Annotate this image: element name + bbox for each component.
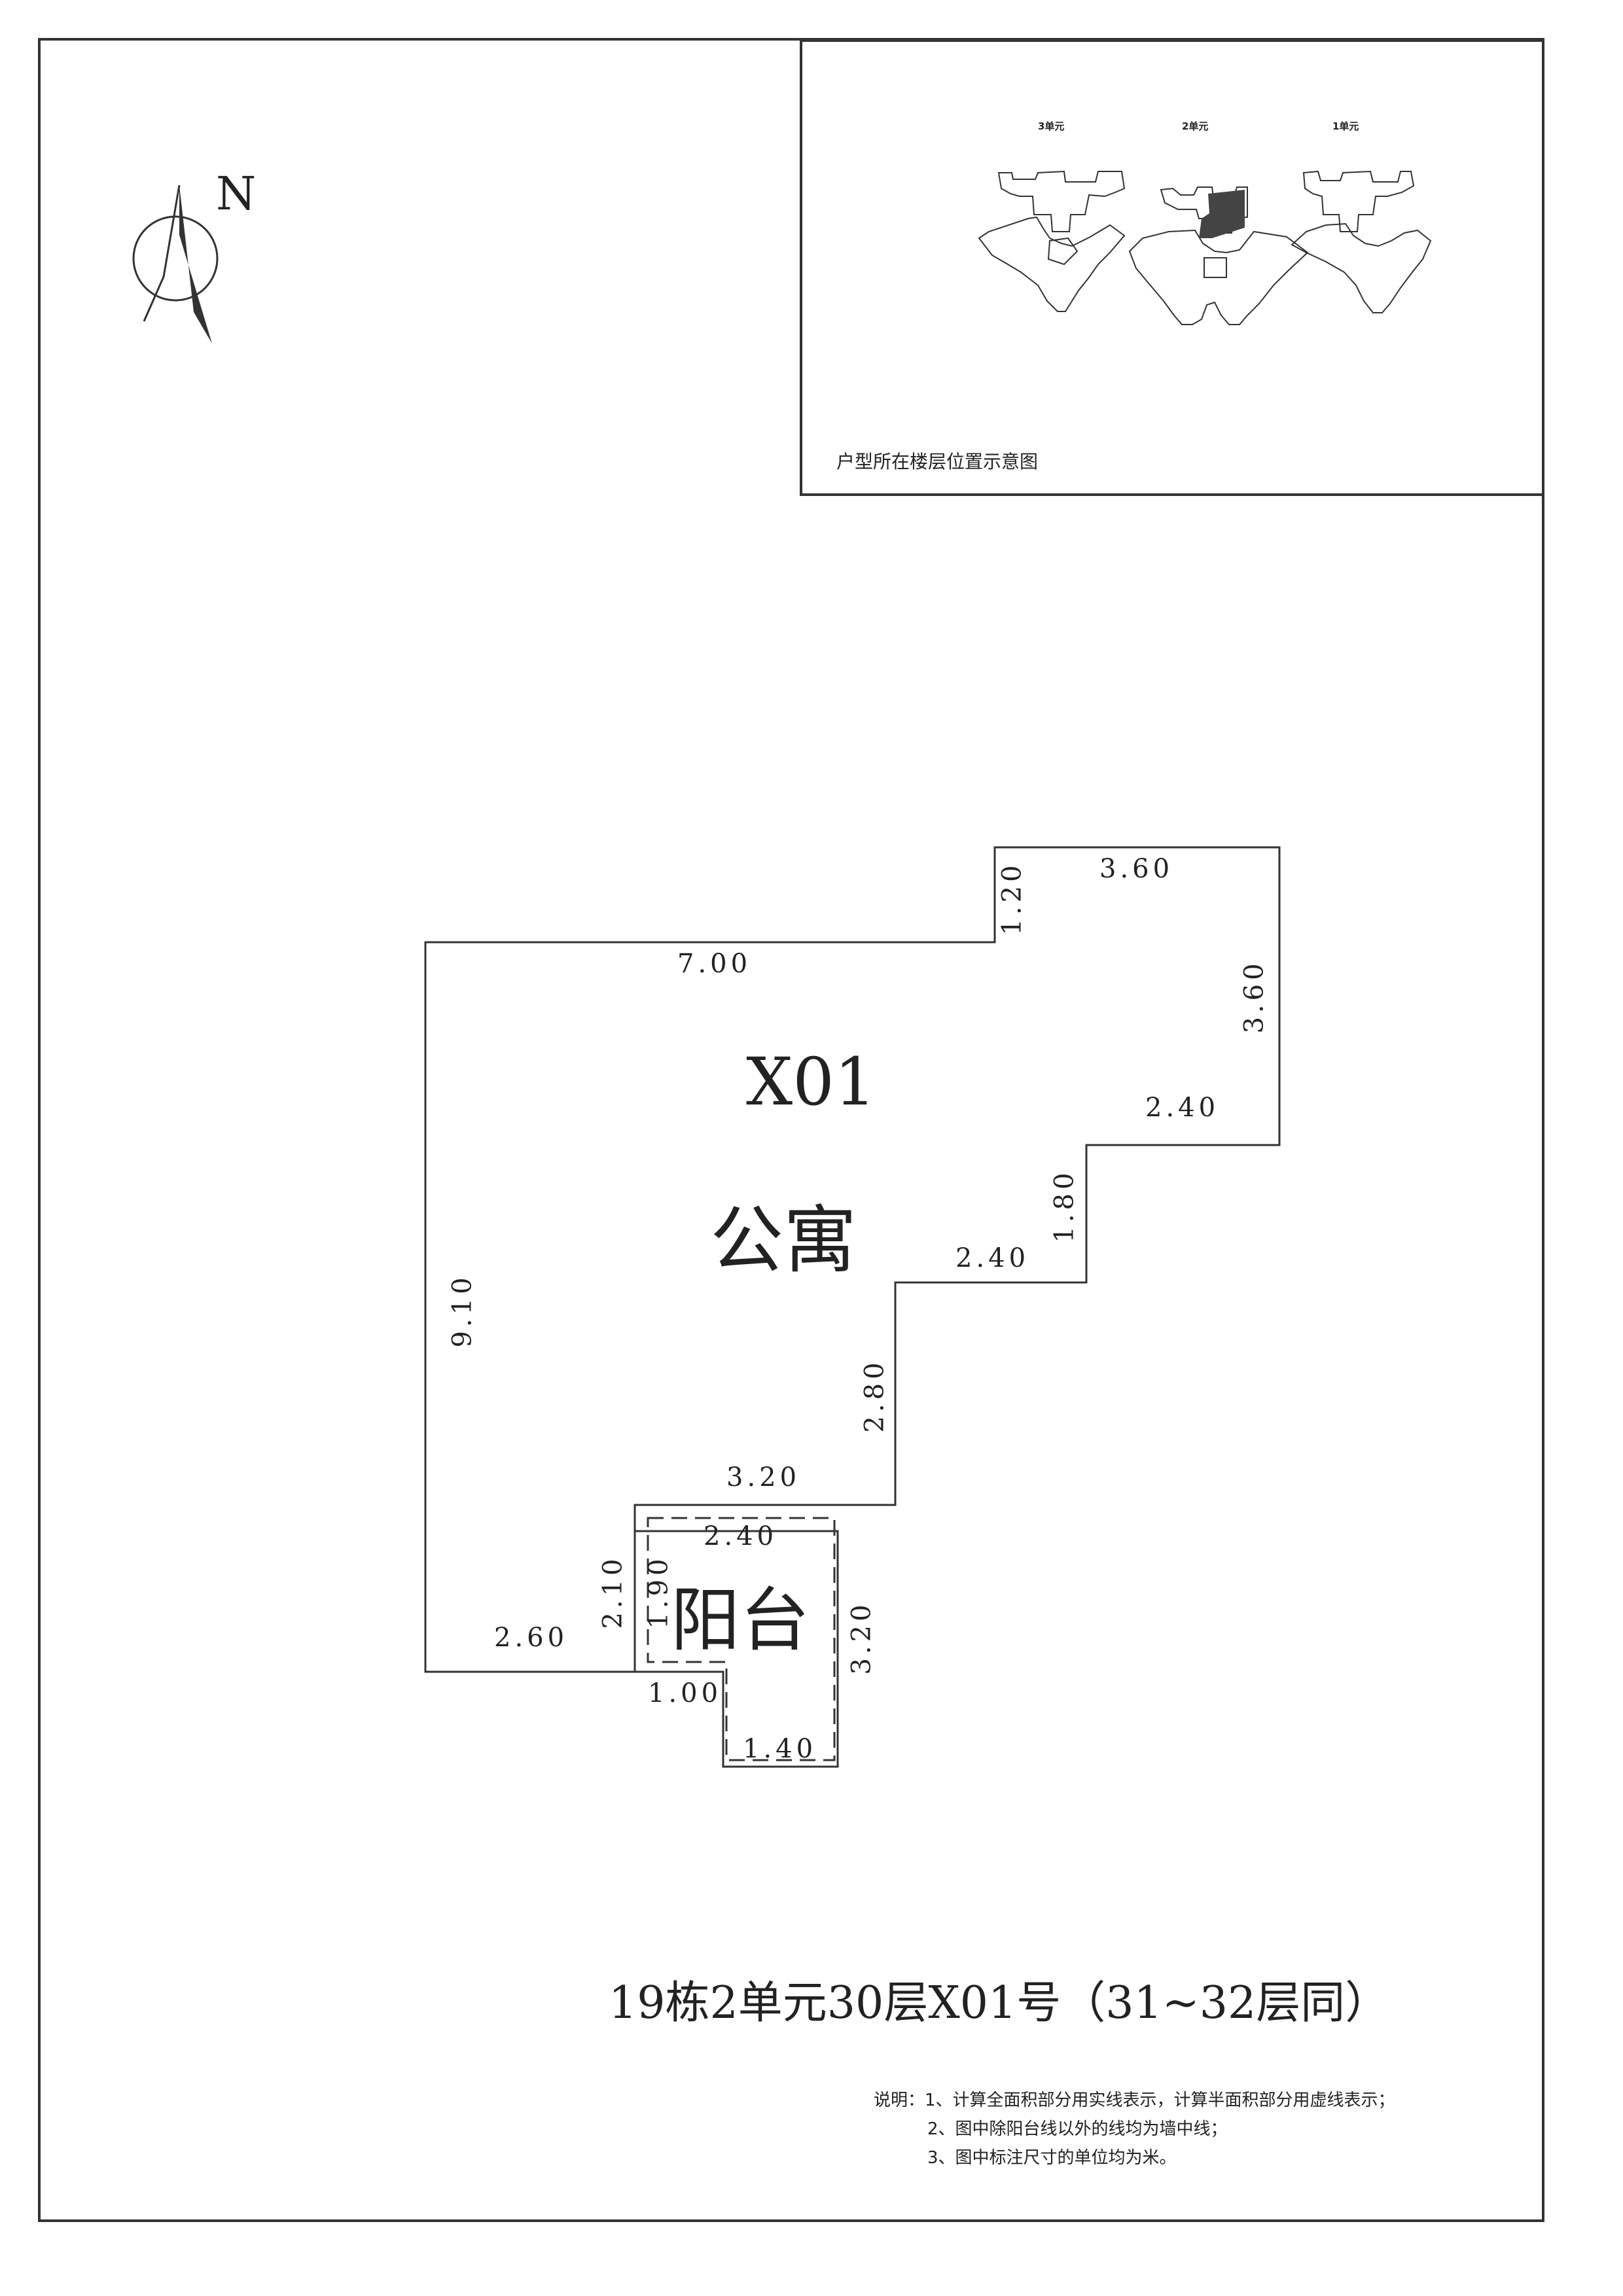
dim-step3-horizontal: 3.20 [726, 1462, 801, 1492]
note-item-3: 3、图中标注尺寸的单位均为米。 [927, 2148, 1177, 2168]
drawing-frame [38, 38, 1544, 2222]
dim-balcony-bottom: 1.40 [743, 1734, 817, 1764]
building-footprint-diagram [978, 170, 1432, 325]
dim-balcony-wall: 2.10 [597, 1555, 628, 1629]
dim-balcony-right: 3.20 [846, 1600, 877, 1675]
notes-label: 说明： [874, 2091, 925, 2110]
room-name: 公寓 [710, 1198, 857, 1283]
balcony-label: 阳台 [671, 1580, 810, 1661]
dim-top-step: 3.60 [1099, 854, 1174, 884]
unit-2-footprint [1128, 186, 1309, 325]
notes-block: 说明：1、计算全面积部分用实线表示，计算半面积部分用虚线表示； 2、图中除阳台线… [874, 2086, 1395, 2172]
dim-step1-horizontal: 2.40 [1145, 1093, 1220, 1123]
north-label: N [216, 167, 257, 221]
dim-balcony-inner-height: 1.90 [643, 1555, 674, 1629]
dim-top-wall: 7.00 [677, 949, 752, 979]
apartment-outline [424, 846, 1281, 1673]
unit-label-2: 2单元 [1182, 120, 1209, 132]
balcony-half-area-dashed [647, 1517, 836, 1761]
floor-location-inset: 3单元 2单元 1单元 户型所在楼层位置示意图 [800, 39, 1544, 496]
dim-bottom-wall: 2.60 [494, 1623, 569, 1653]
highlighted-unit-marker [1199, 190, 1245, 238]
dim-step3-vertical: 2.80 [859, 1358, 890, 1433]
note-item-2: 2、图中除阳台线以外的线均为墙中线； [927, 2119, 1228, 2139]
dim-left-wall: 9.10 [447, 1273, 478, 1348]
inset-caption: 户型所在楼层位置示意图 [836, 451, 1039, 472]
dim-step-height: 1.20 [997, 861, 1027, 936]
unit-1-footprint [1291, 170, 1432, 313]
dim-right-wall: 3.60 [1239, 959, 1270, 1034]
unit-label-1: 1单元 [1332, 120, 1359, 132]
dim-balcony-step: 1.00 [648, 1678, 722, 1708]
unit-label-3: 3单元 [1038, 120, 1065, 132]
room-id: X01 [746, 1044, 876, 1120]
unit-3-footprint [978, 170, 1126, 312]
dim-step2-horizontal: 2.40 [955, 1243, 1030, 1273]
drawing-title: 19栋2单元30层X01号（31~32层同） [609, 1977, 1390, 2029]
compass-icon [132, 185, 219, 344]
note-item-1: 1、计算全面积部分用实线表示，计算半面积部分用虚线表示； [925, 2091, 1395, 2110]
dim-balcony-inner-width: 2.40 [704, 1521, 778, 1551]
dim-step2-vertical: 1.80 [1049, 1169, 1080, 1243]
north-arrow: N [131, 167, 256, 350]
balcony-outline [633, 1505, 839, 1768]
